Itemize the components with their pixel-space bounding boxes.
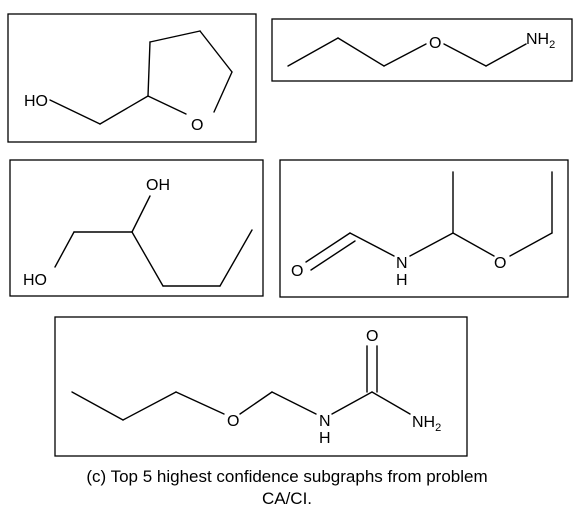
atom-label: NH2 — [412, 414, 441, 434]
atom-label: O — [191, 117, 203, 134]
atom-label: HO — [24, 93, 48, 110]
atom-label: NH2 — [526, 31, 555, 51]
caption-line-1: (c) Top 5 highest confidence subgraphs f… — [86, 467, 488, 486]
atom-label: N — [319, 413, 331, 430]
molecule-panel-1: HO O — [7, 13, 257, 143]
atom-label: O — [227, 413, 239, 430]
panel-3-border — [9, 159, 264, 297]
panel-2-border — [271, 18, 573, 82]
panel-1-bonds — [49, 30, 233, 125]
panel-4-border — [279, 159, 569, 298]
atom-label: H — [396, 272, 408, 289]
atom-label: OH — [146, 177, 170, 194]
molecule-panel-2: O NH2 — [271, 18, 573, 82]
atom-label: O — [429, 35, 441, 52]
panel-1-border — [7, 13, 257, 143]
panel-5-bonds — [71, 345, 411, 421]
atom-label: O — [494, 255, 506, 272]
panel-5-border — [54, 316, 468, 457]
atom-label: O — [291, 263, 303, 280]
molecule-panel-4: O N H O — [279, 159, 569, 298]
panel-2-bonds — [287, 37, 527, 67]
figure-caption: (c) Top 5 highest confidence subgraphs f… — [0, 466, 574, 510]
atom-label: N — [396, 255, 408, 272]
atom-label: O — [366, 328, 378, 345]
molecule-panel-3: OH HO — [9, 159, 264, 297]
atom-label: H — [319, 430, 331, 447]
panel-3-bonds — [54, 195, 253, 287]
caption-line-2: CA/CI. — [261, 489, 313, 508]
molecule-panel-5: O O N H NH2 — [54, 316, 468, 457]
atom-label: HO — [23, 272, 47, 289]
panel-4-bonds — [305, 171, 553, 271]
